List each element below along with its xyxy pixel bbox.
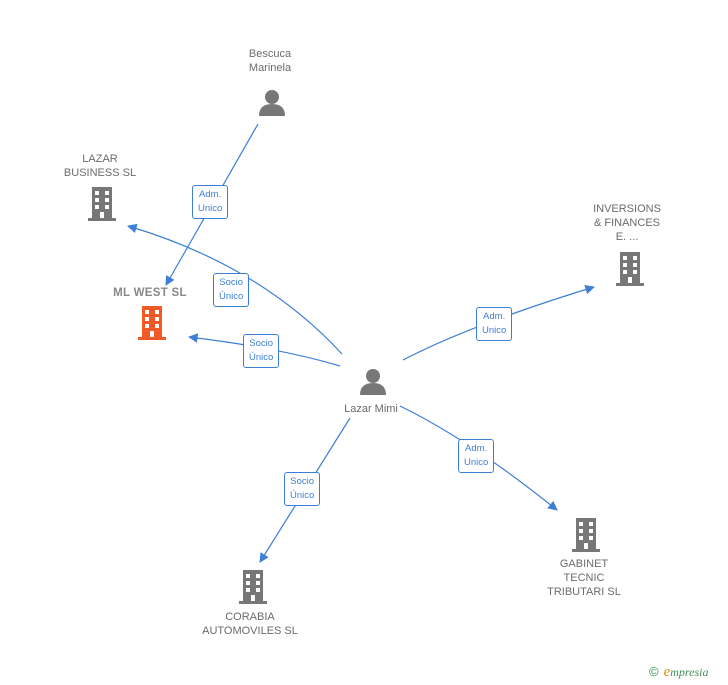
relation-label-mimi-gabinet[interactable]: Adm. Unico (458, 439, 495, 473)
person-icon[interactable] (358, 367, 388, 397)
person-name-bescuca[interactable]: Bescuca Marinela (248, 48, 292, 74)
company-name-ml-west[interactable]: ML WEST SL (113, 287, 187, 299)
company-name-gabinet[interactable]: GABINET TECNIC TRIBUTARI SL (547, 558, 621, 598)
brand-name: mpresia (670, 665, 709, 679)
empresia-logo: © empresia (649, 664, 709, 681)
relation-label-mimi-ml-west[interactable]: Socio Único (243, 334, 280, 368)
copyright-symbol: © (649, 664, 659, 679)
relation-label-mimi-inversions[interactable]: Adm. Unico (476, 307, 513, 341)
relation-label-mimi-corabia[interactable]: Socio Único (284, 472, 321, 506)
building-icon[interactable] (238, 570, 268, 605)
building-icon[interactable] (137, 306, 167, 342)
company-name-lazar-business[interactable]: LAZAR BUSINESS SL (63, 153, 137, 179)
person-icon[interactable] (257, 88, 287, 118)
building-icon[interactable] (571, 518, 601, 553)
company-name-inversions[interactable]: INVERSIONS & FINANCES E. ... (593, 203, 661, 243)
person-name-lazar-mimi[interactable]: Lazar Mimi (344, 403, 398, 415)
relation-label-bescuca-ml-west[interactable]: Adm. Unico (192, 185, 229, 219)
relation-label-mimi-lazar-business[interactable]: Socio Único (213, 273, 250, 307)
brand-initial: e (663, 664, 671, 680)
building-icon[interactable] (87, 187, 117, 222)
company-name-corabia[interactable]: CORABIA AUTOMOVILES SL (202, 611, 298, 637)
building-icon[interactable] (615, 252, 645, 287)
